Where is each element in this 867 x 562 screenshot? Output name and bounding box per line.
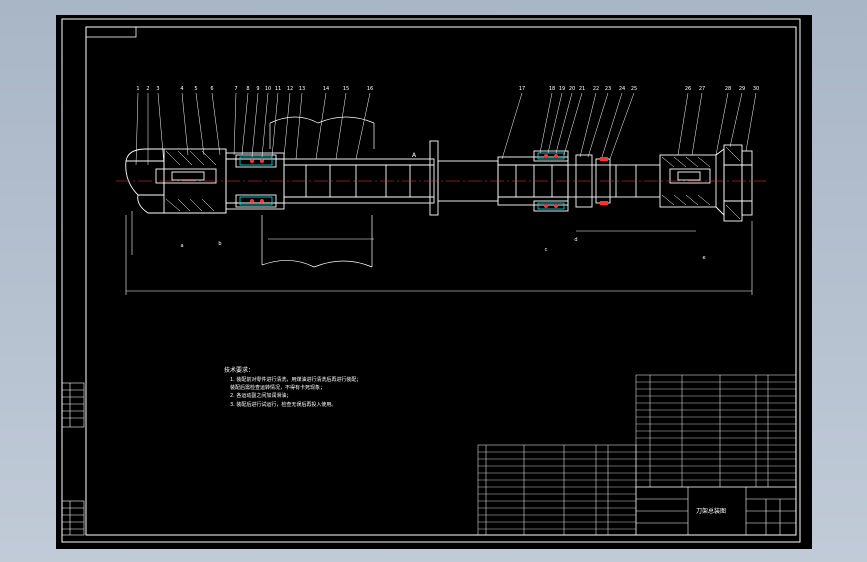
notes-line-4: 3. 装配后进行试运行，检查无误后再投入使用。 [230,401,336,408]
balloon-29: 29 [739,86,745,92]
notes-line-3: 2. 各运动副之间加润滑油； [230,392,291,399]
balloon-5: 5 [194,86,197,92]
balloon-25: 25 [631,86,637,92]
balloon-22: 22 [593,86,599,92]
balloon-19: 19 [559,86,565,92]
balloon-14: 14 [323,86,329,92]
shaft-assembly [125,140,753,222]
callout-c: c [545,247,548,253]
balloon-28: 28 [725,86,731,92]
left-strip-lower [61,500,85,536]
balloon-23: 23 [605,86,611,92]
callout-e: e [702,255,705,261]
balloon-8: 8 [246,86,249,92]
section-hatching [165,146,741,220]
bottom-callouts: a b c d e [180,237,705,261]
bearing-details [239,152,608,210]
technical-notes: 技术要求： 1. 装配前对零件进行清洗，用煤油进行清洗后再进行装配； 装配后需检… [224,366,361,408]
balloon-1: 1 [136,86,139,92]
balloon-18: 18 [549,86,555,92]
leader-lines-right [501,92,757,160]
notes-heading: 技术要求： [224,366,254,374]
balloon-7: 7 [234,86,237,92]
bom-table-left [477,444,637,536]
left-strip-upper [61,382,85,428]
balloon-10: 10 [265,86,271,92]
dimension-lines [125,211,753,295]
balloon-21: 21 [579,86,585,92]
balloon-4: 4 [180,86,183,92]
callout-d: d [574,237,577,243]
callout-a: a [180,243,183,249]
bom-right-rows [636,381,796,481]
inner-frame [85,26,797,536]
section-label: A [412,152,417,159]
balloon-20: 20 [569,86,575,92]
balloon-16: 16 [367,86,373,92]
drawing-title: 刀架总装图 [696,507,726,515]
balloon-11: 11 [275,86,281,92]
balloon-13: 13 [299,86,305,92]
balloon-12: 12 [287,86,293,92]
balloon-9: 9 [256,86,259,92]
support-plate-outline [261,116,375,268]
outer-frame [61,18,801,543]
part-balloons-right: 17 18 19 20 21 22 23 24 25 26 27 28 29 30 [519,86,759,92]
balloon-26: 26 [685,86,691,92]
notes-line-2: 装配后需检查运转情况，不得有卡死现象； [230,384,325,391]
callout-b: b [218,241,221,247]
balloon-27: 27 [699,86,705,92]
balloon-17: 17 [519,86,525,92]
balloon-6: 6 [210,86,213,92]
corner-stamp [85,26,137,38]
title-block [635,486,797,536]
notes-line-1: 1. 装配前对零件进行清洗，用煤油进行清洗后再进行装配； [230,376,361,383]
balloon-2: 2 [146,86,149,92]
balloon-15: 15 [343,86,349,92]
bom-left-rows [478,451,636,530]
leader-lines-left [135,92,371,166]
balloon-3: 3 [156,86,159,92]
balloon-24: 24 [619,86,625,92]
balloon-30: 30 [753,86,759,92]
